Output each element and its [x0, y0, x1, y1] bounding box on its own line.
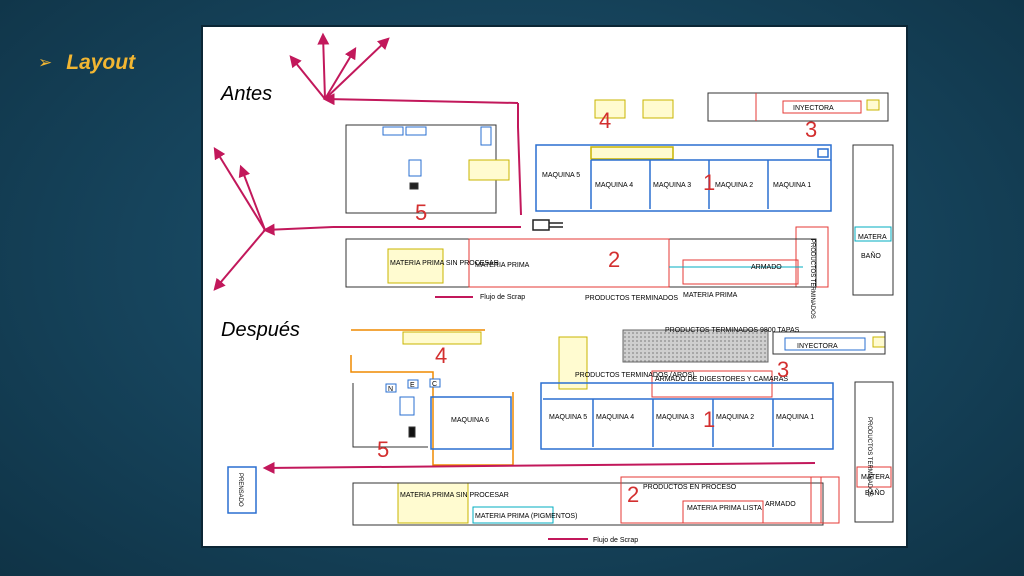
after-raw-ready: MATERIA PRIMA LISTA: [687, 505, 762, 512]
before-right-column: [795, 144, 894, 296]
before-scrap-flow-legend: Flujo de Scrap: [480, 294, 525, 301]
before-zone-3: 3: [805, 117, 817, 142]
after-products-in-process: PRODUCTOS EN PROCESO: [643, 484, 737, 491]
after-box-n: N: [388, 386, 393, 393]
before-machine-3: MAQUINA 3: [653, 182, 691, 189]
before-injector-area: [707, 92, 889, 122]
after-racks: [397, 331, 886, 524]
forklift-icon: [532, 219, 563, 231]
after-machine-5: MAQUINA 5: [549, 414, 587, 421]
after-box-e: E: [410, 382, 415, 389]
after-bottom-row: [352, 476, 840, 526]
after-machine-6: MAQUINA 6: [451, 417, 489, 424]
after-digester-assembly-area: [651, 370, 773, 398]
after-raw-unprocessed: MATERIA PRIMA SIN PROCESAR: [400, 492, 509, 499]
after-digester-assembly: ARMADO DE DIGESTORES Y CAMARAS: [655, 376, 788, 383]
arrow-bullet-icon: ➢: [38, 52, 53, 73]
after-bath: BAÑO: [865, 488, 885, 497]
slide-title-text: Layout: [66, 51, 136, 74]
after-finished-9800: PRODUCTOS TERMINADOS 9800 TAPAS: [665, 327, 800, 334]
after-zone-1: 1: [703, 407, 715, 432]
before-zone-2: 2: [608, 247, 620, 272]
after-box-c: C: [432, 381, 437, 388]
after-injector-label: INYECTORA: [797, 343, 838, 350]
layout-diagram-frame: MAQUINA 5 MAQUINA 4 MAQUINA 3 MAQUINA 2 …: [203, 27, 906, 546]
after-machine-2: MAQUINA 2: [716, 414, 754, 421]
before-layout: MAQUINA 5 MAQUINA 4 MAQUINA 3 MAQUINA 2 …: [213, 32, 894, 319]
after-raw-pigments: MATERIA PRIMA (PIGMENTOS): [475, 513, 577, 520]
before-section-label: Antes: [221, 83, 273, 105]
after-zone-2: 2: [627, 482, 639, 507]
after-press-label: PRENSADO: [237, 473, 243, 507]
before-raw-material: MATERIA PRIMA: [475, 262, 530, 269]
before-left-block: [345, 124, 510, 214]
after-finished-rings: PRODUCTOS TERMINADOS (AROS): [575, 372, 695, 379]
after-small-boxes: [385, 378, 441, 393]
before-injector-label: INYECTORA: [793, 105, 834, 112]
before-racks-top: [594, 99, 880, 119]
after-zone-numbers: 1 2 3 4 5: [377, 343, 789, 507]
after-zone-4: 4: [435, 343, 447, 368]
after-labels: PRODUCTOS TERMINADOS 9800 TAPAS INYECTOR…: [237, 327, 890, 544]
after-right-column: [854, 381, 894, 523]
plant-layout-diagram: MAQUINA 5 MAQUINA 4 MAQUINA 3 MAQUINA 2 …: [213, 32, 894, 544]
after-section-label: Después: [221, 319, 300, 341]
after-materia-right: MATERA: [861, 474, 890, 481]
before-zone-1: 1: [703, 170, 715, 195]
after-scrap-flow-legend: Flujo de Scrap: [593, 537, 638, 544]
before-finished-vertical: PRODUCTOS TERMINADOS: [809, 239, 815, 319]
before-zone-5: 5: [415, 200, 427, 225]
before-bath: BAÑO: [861, 251, 881, 260]
before-finished-products: PRODUCTOS TERMINADOS: [585, 295, 678, 302]
before-raw-unprocessed: MATERIA PRIMA SIN PROCESAR: [390, 260, 499, 267]
after-left-wall: [352, 383, 428, 448]
after-machine-4: MAQUINA 4: [596, 414, 634, 421]
before-machine-5: MAQUINA 5: [542, 172, 580, 179]
after-zone-3: 3: [777, 357, 789, 382]
before-machine-1: MAQUINA 1: [773, 182, 811, 189]
before-materia-right: MATERA: [858, 234, 887, 241]
before-raw-material-bottom: MATERIA PRIMA: [683, 292, 738, 299]
after-finished-vertical: PRODUCTOS TERMINADOS: [866, 417, 872, 497]
before-zone-numbers: 1 2 3 4 5: [415, 108, 817, 272]
after-zone-5: 5: [377, 437, 389, 462]
after-injector-area: [772, 331, 886, 355]
before-machine-2: MAQUINA 2: [715, 182, 753, 189]
after-machine-area: [430, 382, 834, 450]
after-scrap-arrow: [262, 461, 816, 540]
before-machine-area: [535, 144, 832, 212]
before-bottom-row: [345, 238, 817, 298]
before-assembly: ARMADO: [751, 264, 782, 271]
after-orange-outline: [350, 329, 514, 466]
before-labels: MAQUINA 5 MAQUINA 4 MAQUINA 3 MAQUINA 2 …: [390, 105, 887, 319]
after-press-box: [227, 466, 257, 514]
after-finished-9800-area: [622, 329, 769, 363]
slide-title: ➢ Layout: [38, 48, 135, 78]
after-assembly: ARMADO: [765, 501, 796, 508]
before-zone-4: 4: [599, 108, 611, 133]
before-machine-4: MAQUINA 4: [595, 182, 633, 189]
before-scrap-arrows: [213, 32, 522, 291]
after-machine-3: MAQUINA 3: [656, 414, 694, 421]
after-layout: N E C: [227, 327, 894, 544]
after-machine-1: MAQUINA 1: [776, 414, 814, 421]
